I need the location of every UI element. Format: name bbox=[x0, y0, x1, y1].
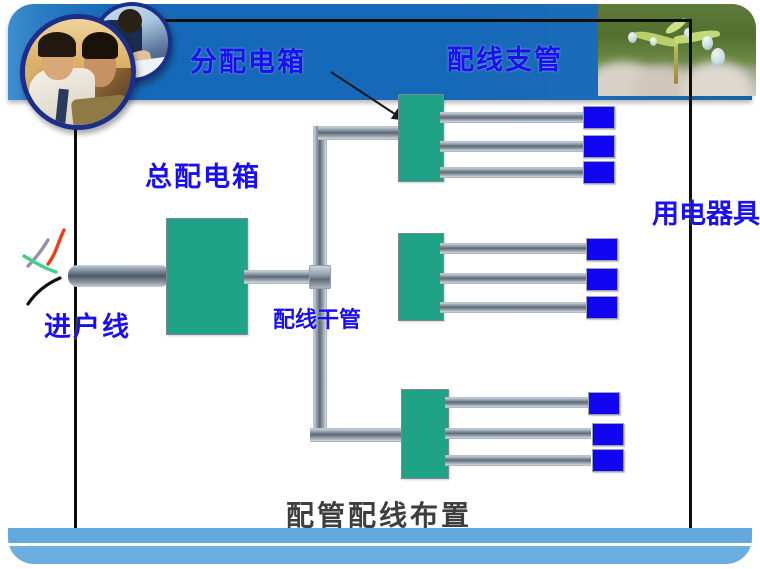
sub-panel-middle bbox=[398, 233, 444, 321]
appliance-block bbox=[592, 423, 624, 446]
sprout-stem bbox=[674, 42, 678, 84]
appliance-pipe bbox=[445, 455, 591, 466]
appliance-pipe bbox=[440, 243, 587, 254]
trunk-horizontal-pipe bbox=[244, 270, 328, 284]
appliance-block bbox=[592, 449, 624, 472]
appliance-pipe bbox=[440, 273, 587, 284]
pipe-joint bbox=[309, 265, 331, 289]
appliance-block bbox=[586, 268, 618, 291]
water-drop-icon bbox=[702, 36, 713, 50]
appliance-block bbox=[583, 106, 615, 129]
appliance-block bbox=[586, 296, 618, 319]
main-distribution-panel bbox=[166, 218, 248, 335]
entry-wires bbox=[22, 228, 66, 306]
sub-panel-top bbox=[398, 94, 444, 182]
sub-panel-bottom bbox=[401, 389, 449, 479]
arrow-to-sub-panel bbox=[330, 71, 405, 121]
appliance-block bbox=[586, 238, 618, 261]
appliance-pipe bbox=[445, 428, 591, 439]
label-entry-line: 进户线 bbox=[44, 312, 131, 343]
label-appliances: 用电器具 bbox=[652, 199, 760, 230]
photo-person-hair bbox=[82, 31, 119, 60]
title-branch-conduit: 配线支管 bbox=[447, 45, 563, 76]
label-main-panel: 总配电箱 bbox=[145, 162, 261, 193]
label-trunk-conduit: 配线干管 bbox=[273, 309, 361, 332]
water-drop-icon bbox=[650, 37, 657, 46]
appliance-pipe bbox=[445, 397, 591, 408]
appliance-pipe bbox=[440, 302, 587, 313]
water-drop-icon bbox=[711, 48, 725, 66]
appliance-pipe bbox=[440, 141, 587, 152]
footer-band bbox=[8, 528, 752, 564]
appliance-block bbox=[588, 392, 620, 415]
branch-pipe-bottom bbox=[310, 428, 410, 442]
branch-pipe-top bbox=[318, 126, 410, 140]
appliance-pipe bbox=[440, 112, 587, 123]
water-drop-icon bbox=[628, 32, 637, 43]
diagram-caption: 配管配线布置 bbox=[286, 499, 473, 532]
photo-person-hair bbox=[37, 31, 76, 58]
title-sub-panel: 分配电箱 bbox=[190, 47, 306, 78]
water-drop-icon bbox=[684, 28, 692, 38]
office-workers-photo bbox=[20, 14, 136, 130]
appliance-block bbox=[583, 161, 615, 184]
appliance-pipe bbox=[440, 167, 587, 178]
appliance-block bbox=[583, 135, 615, 158]
entry-cable bbox=[68, 265, 170, 287]
